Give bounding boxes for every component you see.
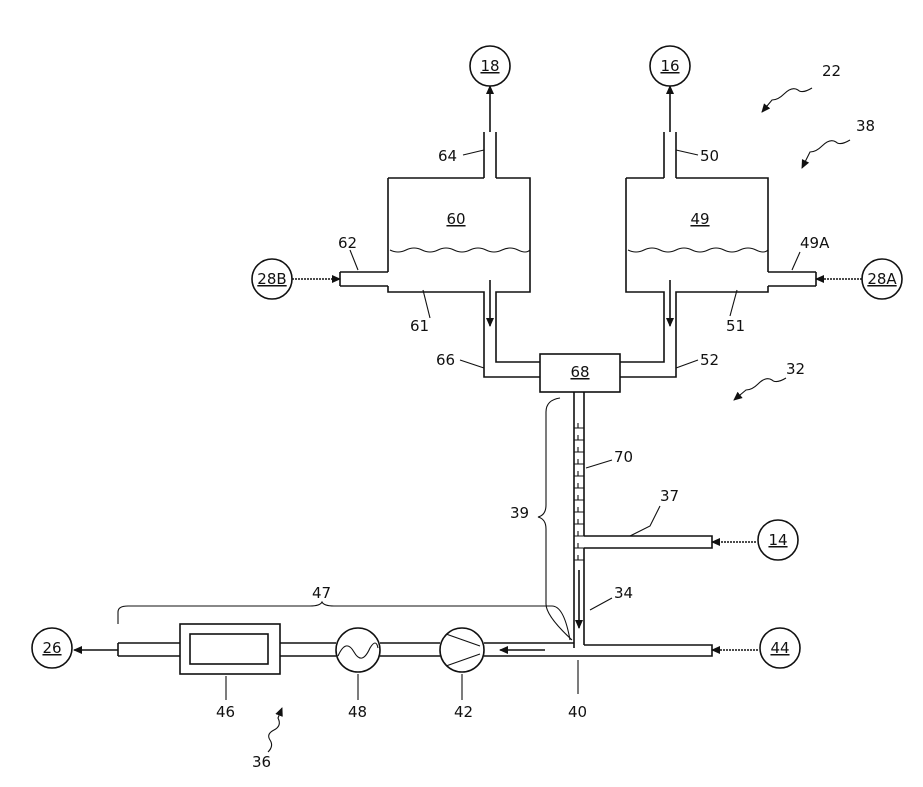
ref-36: 36 [252, 753, 271, 771]
bracket-39 [538, 398, 572, 640]
ref-49A: 49A [800, 234, 830, 252]
ref-62: 62 [338, 234, 357, 252]
ref-22: 22 [822, 62, 841, 80]
ref-61: 61 [410, 317, 429, 335]
ref-37: 37 [660, 487, 679, 505]
tank-right-label: 49 [690, 210, 709, 228]
node-44-label: 44 [770, 639, 789, 657]
ref-46: 46 [216, 703, 235, 721]
ref-50: 50 [700, 147, 719, 165]
ref-51: 51 [726, 317, 745, 335]
mixer-label: 68 [570, 363, 589, 381]
input-node-28A: 28A [816, 259, 902, 299]
right-tank: 49 [620, 132, 816, 377]
ref-70: 70 [614, 448, 633, 466]
mixer-box-68: 68 [540, 354, 620, 392]
node-28B-label: 28B [257, 270, 286, 288]
ref-48: 48 [348, 703, 367, 721]
node-14-label: 14 [768, 531, 787, 549]
node-28A-label: 28A [867, 270, 897, 288]
pump-42 [440, 628, 484, 672]
heat-exchanger-48 [336, 628, 380, 672]
ref-47: 47 [312, 584, 331, 602]
ref-64: 64 [438, 147, 457, 165]
output-node-16: 16 [650, 46, 690, 132]
ref-66: 66 [436, 351, 455, 369]
bottom-line: 44 26 [32, 628, 800, 668]
ref-38: 38 [856, 117, 875, 135]
ref-32: 32 [786, 360, 805, 378]
input-node-28B: 28B [252, 259, 340, 299]
grating-70 [574, 423, 584, 560]
ref-39: 39 [510, 504, 529, 522]
output-node-18: 18 [470, 46, 510, 132]
node-26-label: 26 [42, 639, 61, 657]
tank-left-label: 60 [446, 210, 465, 228]
left-tank: 60 [340, 132, 540, 377]
ref-34: 34 [614, 584, 633, 602]
node-18-label: 18 [480, 57, 499, 75]
ref-42: 42 [454, 703, 473, 721]
side-pipe-37: 14 [584, 520, 798, 560]
ref-52: 52 [700, 351, 719, 369]
node-16-label: 16 [660, 57, 679, 75]
vertical-pipe [574, 392, 584, 648]
ref-40: 40 [568, 703, 587, 721]
filter-46 [180, 624, 280, 674]
